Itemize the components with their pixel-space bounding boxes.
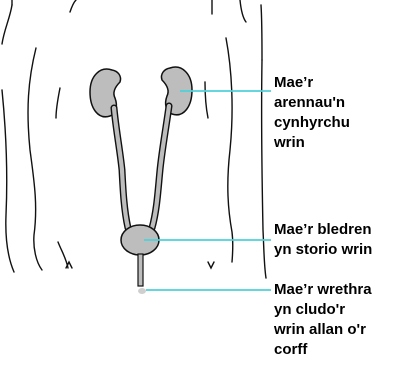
urethra-label-line: corff: [274, 340, 419, 360]
urethra-opening: [138, 288, 146, 294]
urethra-label: Mae’r wrethra yn cludo'r wrin allan o'r …: [274, 280, 419, 360]
urethra-label-line: Mae’r wrethra: [274, 280, 419, 300]
right-body-outline: [205, 0, 266, 278]
left-ureter-inner: [114, 108, 128, 228]
kidneys-label-line: cynhyrchu: [274, 113, 414, 133]
urethra-label-line: wrin allan o'r: [274, 320, 419, 340]
bladder-label-line: Mae’r bledren: [274, 220, 419, 240]
kidneys-label-line: wrin: [274, 133, 414, 153]
kidneys-label-line: Mae’r: [274, 73, 414, 93]
urethra-label-line: yn cludo'r: [274, 300, 419, 320]
bladder-label-line: yn storio wrin: [274, 240, 419, 260]
bladder-label: Mae’r bledren yn storio wrin: [274, 220, 419, 260]
left-body-outline: [2, 0, 76, 272]
kidneys-label: Mae’r arennau'n cynhyrchu wrin: [274, 73, 414, 153]
right-ureter-inner: [152, 106, 169, 228]
urethra: [138, 254, 143, 286]
kidneys-label-line: arennau'n: [274, 93, 414, 113]
